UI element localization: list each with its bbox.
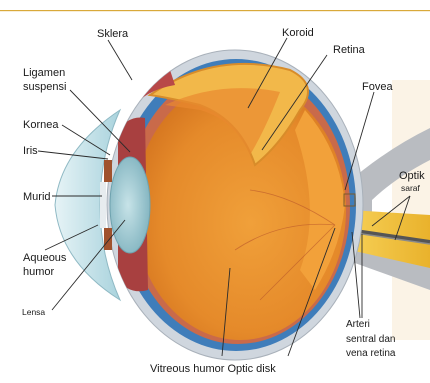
label-koroid: Koroid xyxy=(282,27,314,39)
lens xyxy=(110,157,150,253)
label-optik-line2: saraf xyxy=(401,183,421,193)
background-panel xyxy=(392,80,430,340)
label-kornea: Kornea xyxy=(23,119,59,131)
label-bottom: Vitreous humor Optic disk xyxy=(150,363,276,375)
pupil xyxy=(100,182,106,228)
label-ligamen-line2: suspensi xyxy=(23,81,66,93)
label-arteri-line1: Arteri xyxy=(346,319,370,330)
label-murid: Murid xyxy=(23,191,51,203)
label-sklera: Sklera xyxy=(97,28,129,40)
leader-sklera xyxy=(108,40,132,80)
label-fovea: Fovea xyxy=(362,81,393,93)
top-rule xyxy=(0,10,430,11)
label-aqueous-line2: humor xyxy=(23,266,55,278)
label-iris: Iris xyxy=(23,145,38,157)
label-optik-line1: Optik xyxy=(399,170,425,182)
label-arteri-line3: vena retina xyxy=(346,348,396,359)
label-ligamen-line1: Ligamen xyxy=(23,67,65,79)
label-lensa: Lensa xyxy=(22,307,45,317)
label-arteri-line2: sentral dan xyxy=(346,334,395,345)
label-aqueous-line1: Aqueous xyxy=(23,252,67,264)
label-retina: Retina xyxy=(333,44,366,56)
